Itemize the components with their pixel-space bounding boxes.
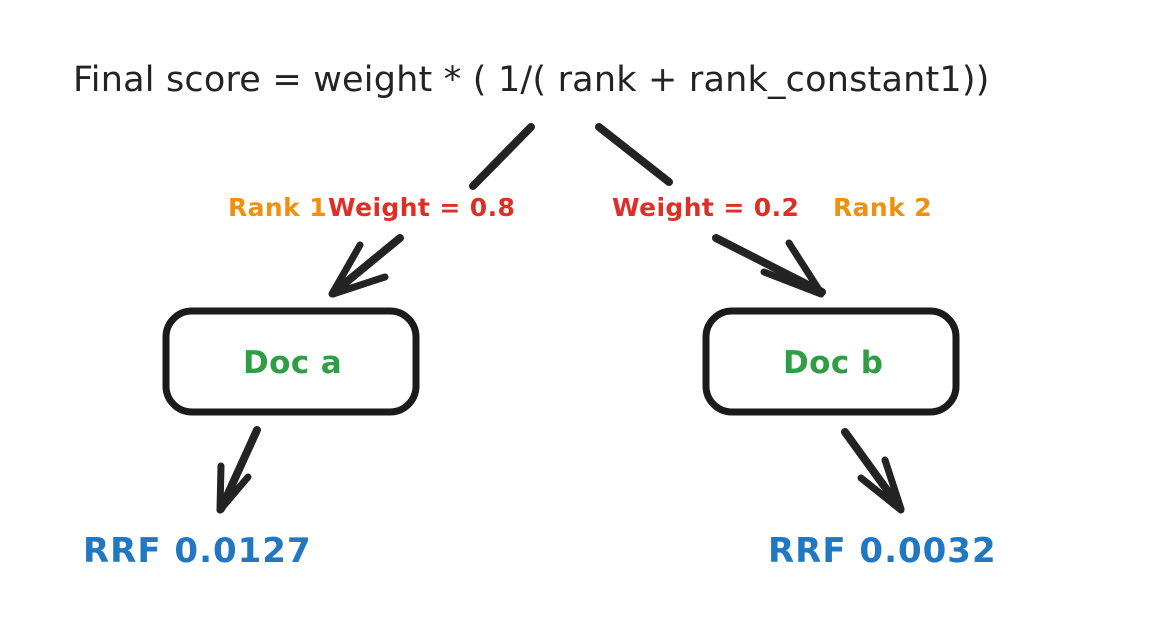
formula-title: Final score = weight * ( 1/( rank + rank… bbox=[73, 60, 990, 100]
doc-b-label: Doc b bbox=[783, 345, 884, 381]
rrf-result-left: RRF 0.0127 bbox=[83, 531, 312, 571]
weight-label-left: Weight = 0.8 bbox=[328, 193, 516, 222]
weight-label-right: Weight = 0.2 bbox=[612, 193, 800, 222]
rrf-result-right: RRF 0.0032 bbox=[768, 531, 997, 571]
arrow-down-right-icon-branch bbox=[712, 234, 826, 298]
branch-line-right bbox=[595, 123, 673, 186]
arrow-down-left-icon-branch bbox=[328, 234, 404, 298]
doc-a-box[interactable] bbox=[162, 307, 420, 416]
branch-line-left bbox=[469, 123, 535, 190]
rank-label-left: Rank 1 bbox=[228, 193, 328, 222]
arrow-down-right-icon-result bbox=[841, 428, 905, 514]
rank-label-right: Rank 2 bbox=[833, 193, 933, 222]
doc-a-label: Doc a bbox=[243, 345, 343, 381]
arrow-down-left-icon-result bbox=[216, 426, 261, 514]
doc-b-box[interactable] bbox=[702, 307, 960, 416]
